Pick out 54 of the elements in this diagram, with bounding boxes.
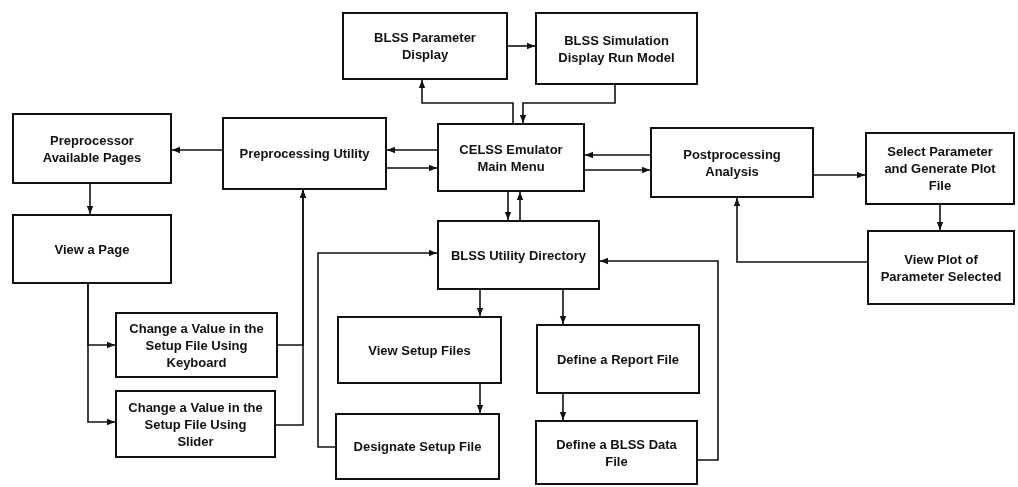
arrow [86, 183, 94, 215]
box-label: Define a Report File [556, 350, 680, 368]
process-box [12, 113, 172, 184]
arrow [476, 289, 484, 317]
arrow [584, 151, 651, 159]
arrow [386, 164, 438, 172]
process-box [535, 420, 698, 485]
arrow [507, 42, 536, 50]
process-box [650, 127, 814, 198]
box-label: Define a BLSS Data File [555, 435, 678, 470]
arrow [418, 79, 514, 124]
box-label: View Setup Files [368, 341, 471, 359]
process-box [867, 230, 1015, 305]
box-label: BLSS Parameter Display [373, 29, 477, 63]
arrow [559, 393, 567, 421]
box-label: Change a Value in the Setup File Using Slider [127, 398, 264, 450]
box-label: BLSS Utility Directory [450, 246, 587, 264]
box-label: View Plot of Parameter Selected [879, 250, 1003, 285]
arrow [599, 257, 719, 461]
arrow [733, 197, 868, 263]
box-label: View a Page [54, 240, 130, 258]
process-box [865, 132, 1015, 205]
arrow [386, 146, 438, 154]
process-box [222, 117, 387, 190]
arrow [275, 189, 307, 426]
process-box [337, 316, 502, 384]
arrow [559, 289, 567, 325]
box-label: Select Parameter and Generate Plot File [883, 143, 997, 194]
process-box [437, 220, 600, 290]
arrow [519, 84, 616, 124]
arrow [516, 191, 524, 221]
box-label: Designate Setup File [353, 438, 482, 455]
arrow [87, 283, 116, 426]
arrow [504, 191, 512, 221]
box-label: BLSS Simulation Display Run Model [557, 31, 676, 66]
process-box [115, 390, 276, 458]
process-box [536, 324, 700, 394]
arrow [813, 171, 866, 179]
arrow [936, 204, 944, 231]
process-box [115, 312, 278, 378]
arrow [476, 383, 484, 414]
process-box [342, 12, 508, 80]
box-label: CELSS Emulator Main Menu [458, 140, 564, 175]
arrow [171, 146, 223, 154]
box-label: Preprocessing Utility [239, 145, 370, 162]
process-box [437, 123, 585, 192]
process-box [12, 214, 172, 284]
process-box [535, 12, 698, 85]
box-label: Change a Value in the Setup File Using Keyboard [128, 319, 265, 371]
arrow [584, 166, 651, 174]
box-label: Preprocessor Available Pages [41, 131, 143, 166]
box-label: Postprocessing Analysis [682, 145, 782, 180]
arrow [317, 249, 438, 448]
process-box [335, 413, 500, 480]
